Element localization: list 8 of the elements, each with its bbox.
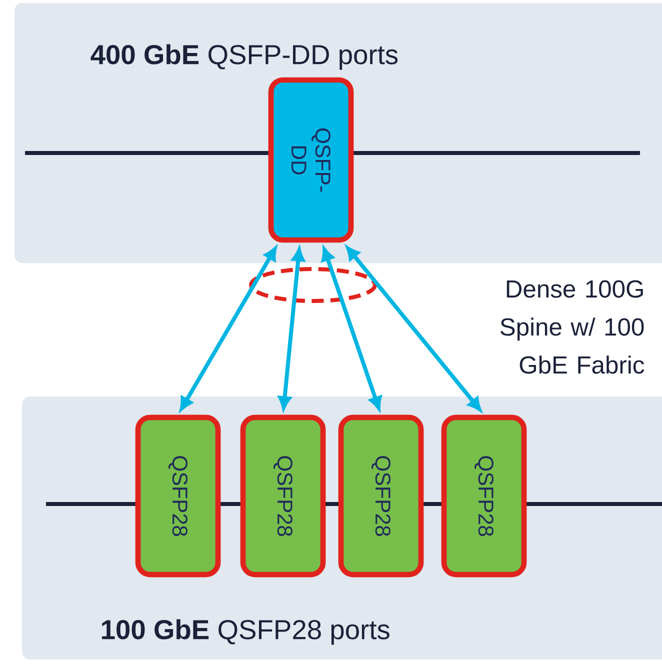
panel-title: 400 GbE QSFP-DD ports xyxy=(90,44,398,70)
port-box: QSFP28 xyxy=(441,414,527,578)
port-box: QSFP-DD xyxy=(268,77,354,243)
port-box: QSFP28 xyxy=(338,414,424,578)
panel-title: 100 GbE QSFP28 ports xyxy=(102,619,390,645)
port-box: QSFP28 xyxy=(135,414,221,578)
port-box: QSFP28 xyxy=(240,414,326,578)
note-text: Dense 100G Spine w/ 100 GbE Fabric xyxy=(500,280,644,374)
